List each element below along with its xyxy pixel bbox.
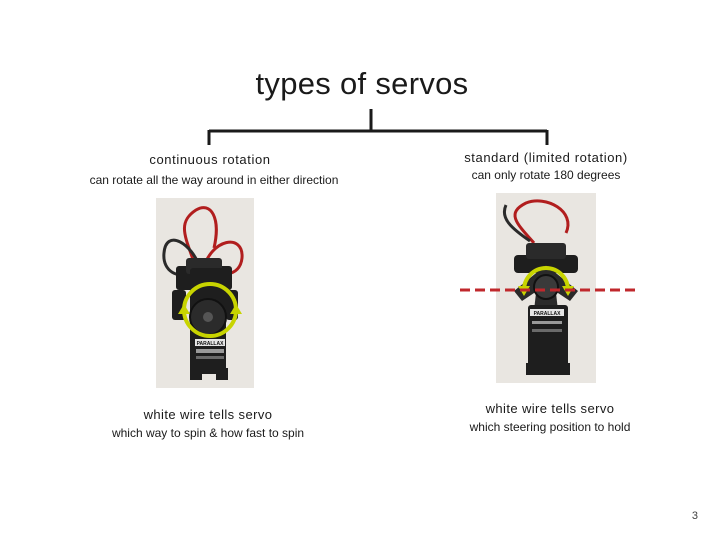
page-number: 3 [691,510,698,522]
standard-rotation-description: can only rotate 180 degrees [471,168,621,182]
continuous-caption-title: white wire tells servo [143,407,273,422]
continuous-servo-brand: PARALLAX [197,341,225,347]
standard-caption-text: which steering position to hold [469,420,631,434]
continuous-rotation-heading: continuous rotation [149,152,271,167]
tree-bracket [207,109,549,145]
continuous-caption-text: which way to spin & how fast to spin [111,426,305,440]
standard-caption-title: white wire tells servo [485,401,615,416]
slide-title: types of servos [255,66,469,101]
half-rotation-dashed-line [460,288,636,292]
standard-servo-photo: PARALLAX [496,193,596,383]
continuous-rotation-arrow [178,282,242,338]
continuous-rotation-description: can rotate all the way around in either … [89,173,339,187]
standard-rotation-heading: standard (limited rotation) [464,150,628,165]
standard-servo-brand: PARALLAX [534,311,562,317]
